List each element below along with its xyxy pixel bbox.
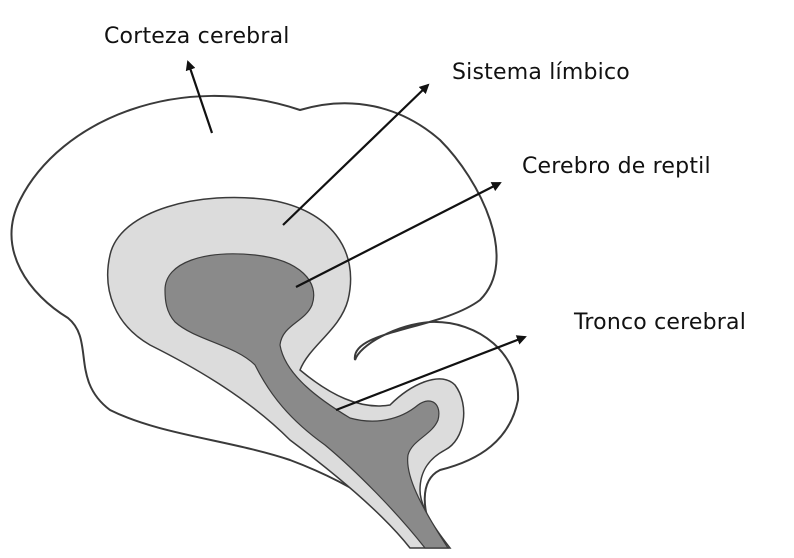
- label-tronco-cerebral: Tronco cerebral: [574, 310, 746, 335]
- label-corteza-cerebral: Corteza cerebral: [104, 24, 290, 49]
- label-sistema-limbico: Sistema límbico: [452, 60, 630, 85]
- label-cerebro-de-reptil: Cerebro de reptil: [522, 154, 711, 179]
